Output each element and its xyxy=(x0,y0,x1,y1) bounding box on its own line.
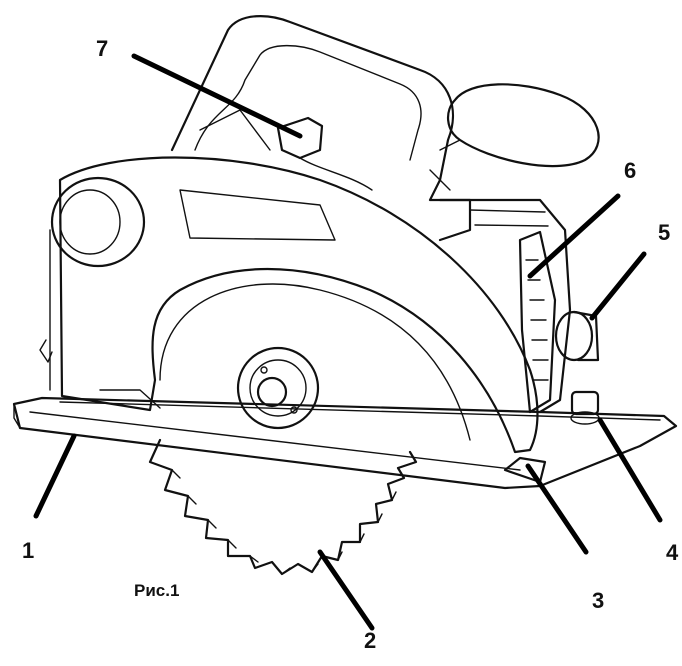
callout-label-1: 1 xyxy=(22,538,35,563)
leader-4 xyxy=(597,417,663,523)
leader-7 xyxy=(131,53,303,139)
adjustment-screw xyxy=(570,390,600,425)
callout-label-7: 7 xyxy=(96,36,109,61)
saw-blade xyxy=(148,438,418,576)
callout-label-4: 4 xyxy=(666,540,679,565)
leader-6 xyxy=(527,193,621,279)
leader-3 xyxy=(525,463,589,555)
leader-2 xyxy=(317,549,375,631)
angle-scale-bracket xyxy=(518,230,557,414)
arbor-flange xyxy=(236,346,320,430)
figure-caption: Рис.1 xyxy=(134,581,180,600)
locking-knob xyxy=(554,310,600,362)
base-plate xyxy=(12,389,678,490)
callout-label-6: 6 xyxy=(624,158,637,183)
blade-guard xyxy=(39,156,539,454)
guide-notch xyxy=(503,456,547,484)
leader-lines xyxy=(33,53,663,631)
callout-label-2: 2 xyxy=(364,628,377,653)
handle xyxy=(170,15,600,414)
leader-1 xyxy=(33,433,77,519)
callout-label-3: 3 xyxy=(592,588,605,613)
leader-5 xyxy=(589,251,647,321)
trigger-lock-button xyxy=(276,116,373,191)
callout-label-5: 5 xyxy=(658,220,671,245)
